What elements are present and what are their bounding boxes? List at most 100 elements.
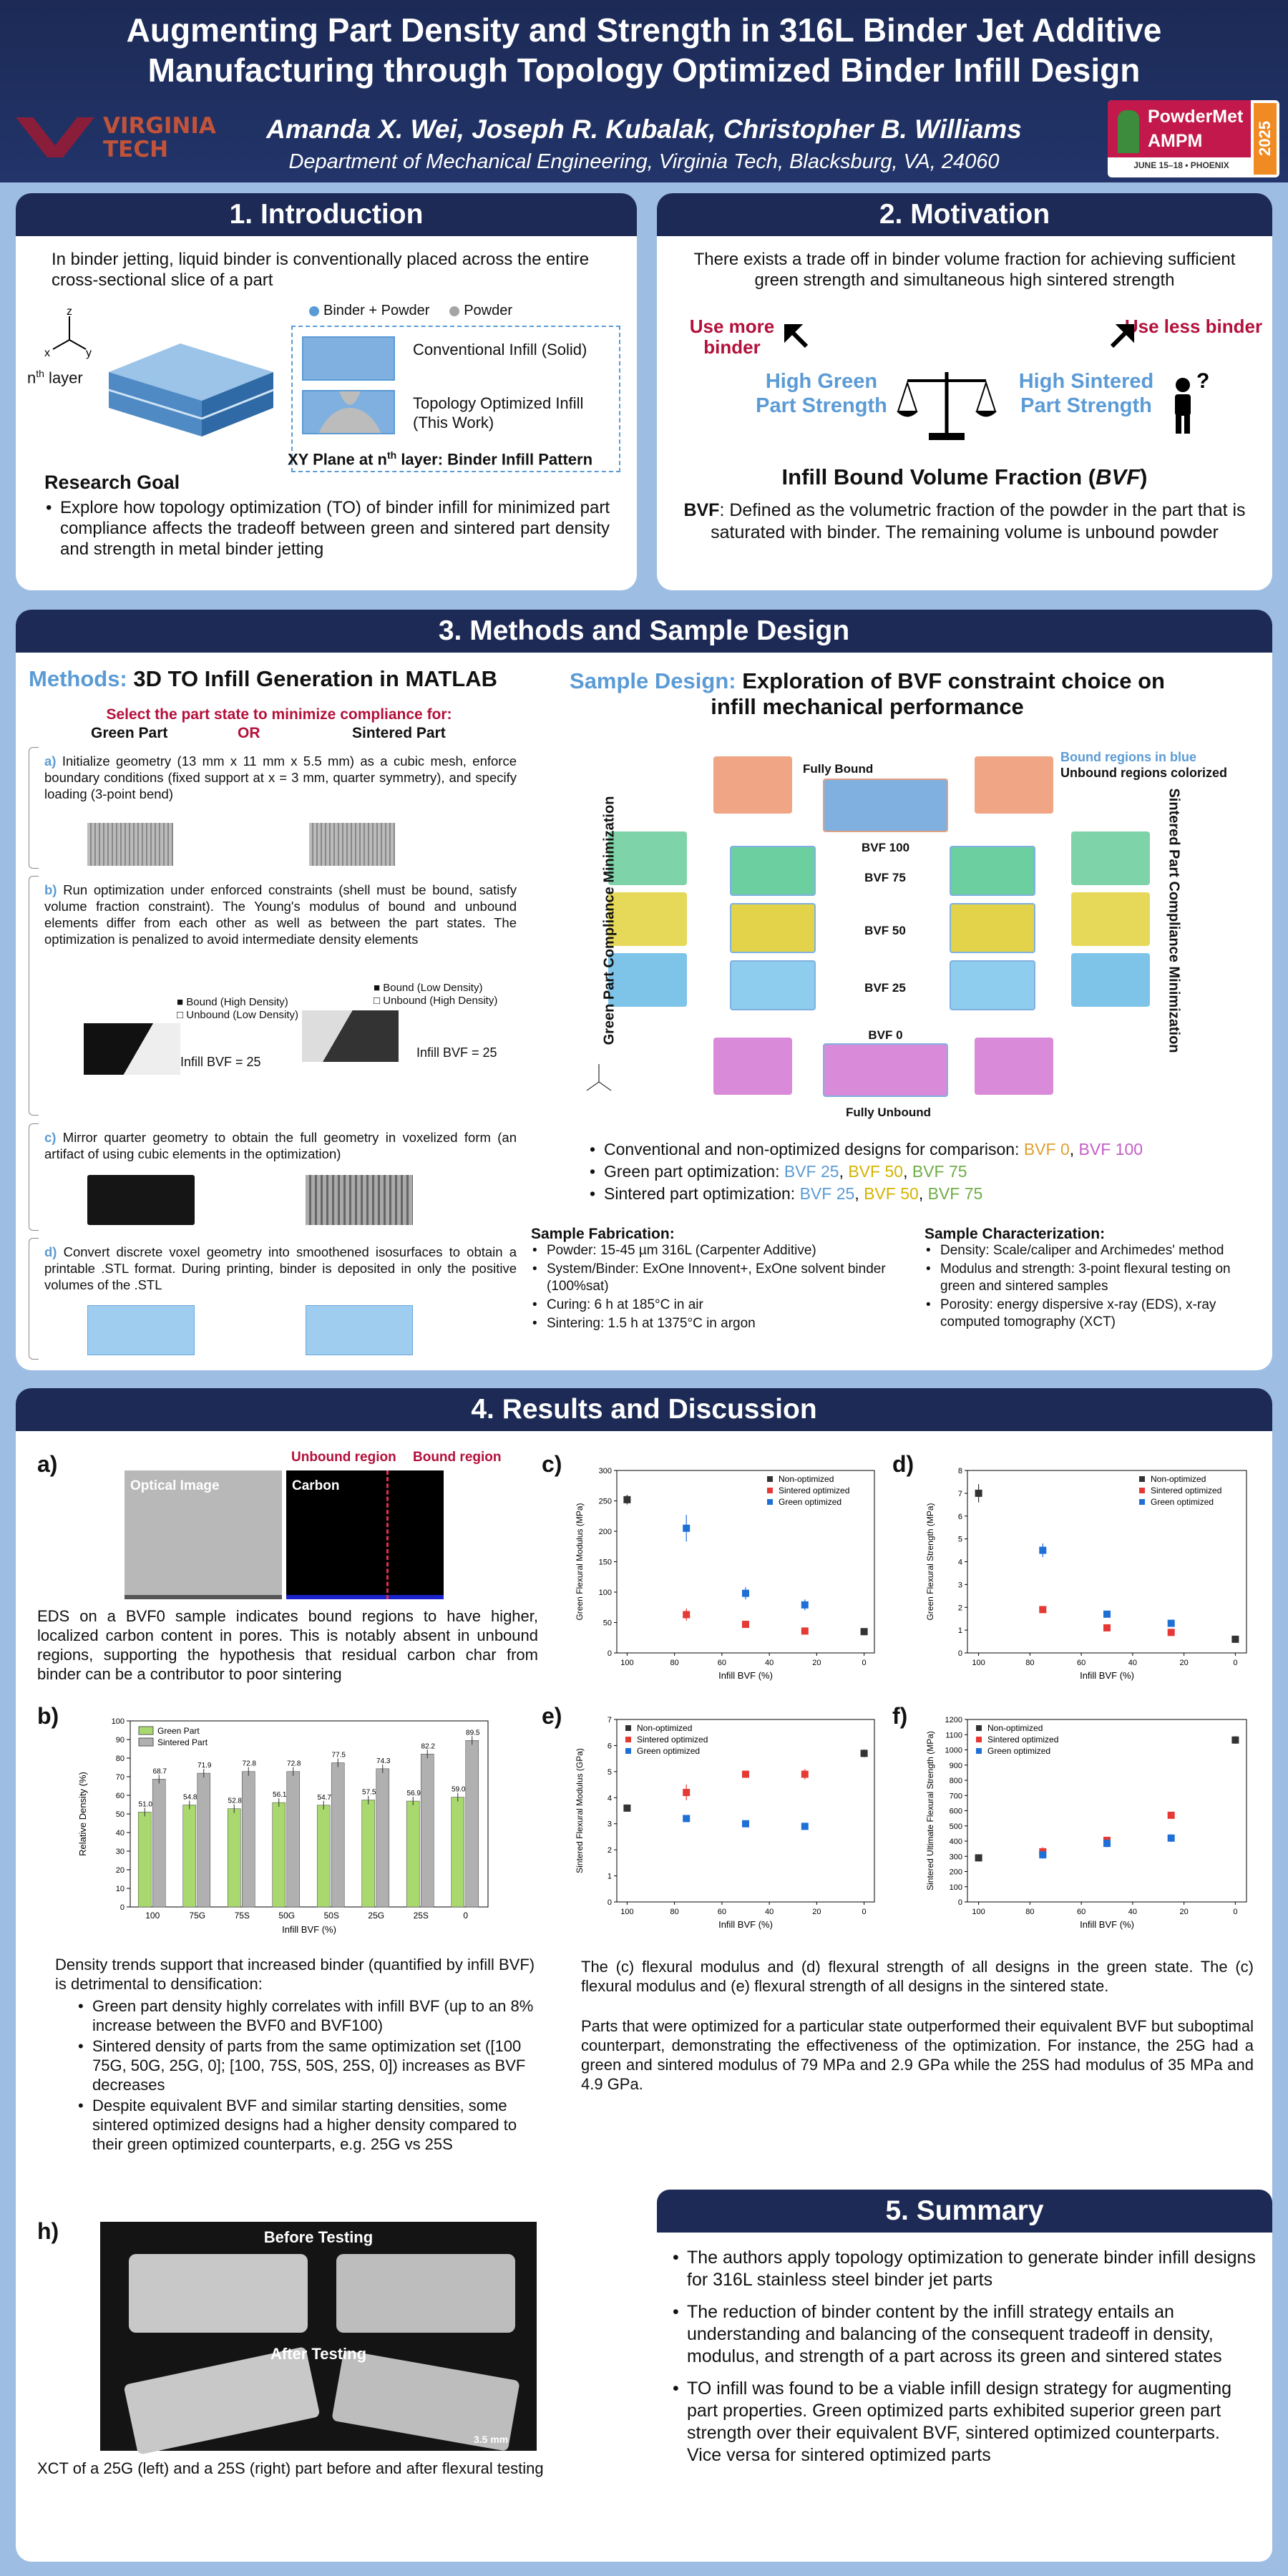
panel-e-label: e): [542, 1703, 562, 1729]
title-line-1: Augmenting Part Density and Strength in …: [126, 11, 1162, 49]
y-tick-label: 30: [116, 1848, 125, 1856]
legend-label: Sintered optimized: [637, 1735, 708, 1745]
sintered-part-label: Sintered Part: [352, 725, 446, 741]
data-point: [801, 1601, 809, 1609]
green-optimized-voxels: [84, 1023, 180, 1075]
y-tick-label: 2: [958, 1604, 962, 1612]
x-tick-label: 80: [670, 1659, 679, 1667]
data-point: [1231, 1635, 1239, 1643]
data-point: [683, 1815, 691, 1823]
vt-logo-icon: [16, 117, 94, 157]
y-tick-label: 0: [958, 1898, 962, 1907]
x-tick-label: 75S: [235, 1911, 250, 1921]
list-item: Sintered density of parts from the same …: [77, 2036, 542, 2094]
section-title: 1. Introduction: [16, 193, 637, 236]
data-point: [1231, 1736, 1239, 1744]
sintered-optimized-voxels: [302, 1010, 399, 1062]
y-tick-label: 5: [608, 1768, 612, 1777]
x-tick-label: 100: [620, 1659, 633, 1667]
bar: [465, 1740, 479, 1908]
data-label: 56.9: [407, 1790, 421, 1797]
y-tick-label: 250: [599, 1498, 612, 1506]
methods-section: 3. Methods and Sample Design Methods: 3D…: [16, 610, 1272, 1370]
x-tick-label: 25G: [368, 1911, 384, 1921]
y-tick-label: 0: [608, 1898, 612, 1907]
x-tick-label: 100: [620, 1908, 633, 1916]
y-tick-label: 4: [608, 1794, 612, 1802]
data-point: [1167, 1619, 1175, 1627]
characterization-list: Density: Scale/caliper and Archimedes' m…: [924, 1242, 1261, 1332]
infill-bvf-label-sintered: Infill BVF = 25: [416, 1045, 497, 1060]
y-tick-label: 600: [950, 1807, 962, 1816]
list-item: The reduction of binder content by the i…: [671, 2301, 1258, 2368]
data-point: [742, 1621, 749, 1629]
bvf100-section: [823, 779, 948, 832]
x-tick-label: 40: [1128, 1659, 1137, 1667]
density-list: Green part density highly correlates wit…: [77, 1996, 542, 2155]
after-testing-label: After Testing: [270, 2345, 367, 2363]
plot-frame: [616, 1719, 875, 1903]
legend-label: Non-optimized: [779, 1474, 834, 1484]
bar: [241, 1771, 255, 1908]
x-tick-label: 25S: [414, 1911, 429, 1921]
bound-regions-note: Bound regions in blue: [1060, 750, 1196, 764]
y-tick-label: 1200: [945, 1716, 962, 1724]
charts-caption: The (c) flexural modulus and (d) flexura…: [581, 1958, 1254, 1995]
data-point: [860, 1628, 868, 1636]
bvf25-sintered-iso: [1071, 953, 1150, 1007]
legend-label: Non-optimized: [637, 1723, 692, 1733]
eds-caption: EDS on a BVF0 sample indicates bound reg…: [37, 1607, 538, 1683]
list-item: Green part density highly correlates wit…: [77, 1996, 542, 2035]
data-point: [742, 1589, 749, 1597]
panel-c-label: c): [542, 1451, 562, 1477]
bar: [331, 1762, 345, 1908]
y-tick-label: 5: [958, 1536, 962, 1544]
bar: [152, 1779, 166, 1908]
introduction-section: 1. Introduction In binder jetting, liqui…: [16, 193, 637, 590]
y-tick-label: 100: [950, 1883, 962, 1892]
fully-bound-label: Fully Bound: [803, 762, 874, 776]
layered-part-diagram: [108, 343, 274, 436]
x-tick-label: 60: [1077, 1908, 1085, 1916]
list-item: Sintering: 1.5 h at 1375°C in argon: [531, 1315, 903, 1332]
data-point: [975, 1489, 982, 1497]
x-tick-label: 100: [145, 1911, 160, 1921]
y-tick-label: 10: [116, 1885, 125, 1893]
x-tick-label: 0: [1233, 1908, 1237, 1916]
x-axis-label: Infill BVF (%): [282, 1924, 336, 1935]
data-point: [975, 1854, 982, 1862]
carbon-label: Carbon: [292, 1478, 340, 1493]
data-label: 74.3: [376, 1757, 391, 1765]
data-label: 68.7: [153, 1767, 167, 1775]
legend-swatch: [976, 1737, 982, 1742]
x-tick-label: 40: [1128, 1908, 1137, 1916]
x-tick-label: 20: [812, 1908, 821, 1916]
data-label: 51.0: [139, 1800, 153, 1808]
bvf75-sintered-iso: [1071, 831, 1150, 885]
bvf100-label: BVF 100: [861, 841, 910, 854]
legend-label: Sintered optimized: [987, 1735, 1058, 1745]
bar: [227, 1808, 241, 1908]
data-point: [683, 1524, 691, 1532]
section-title: 5. Summary: [657, 2190, 1272, 2233]
data-label: 89.5: [466, 1729, 480, 1737]
bvf100-sintered-view: [975, 756, 1053, 814]
list-item: System/Binder: ExOne Innovent+, ExOne so…: [531, 1261, 903, 1295]
data-point: [1039, 1546, 1047, 1554]
x-axis-label: Infill BVF (%): [1080, 1670, 1134, 1681]
x-tick-label: 100: [972, 1908, 985, 1916]
legend-swatch: [1139, 1476, 1145, 1482]
x-tick-label: 60: [718, 1908, 726, 1916]
green-part-label: Green Part: [91, 725, 168, 741]
bvf0-sintered-view: [975, 1038, 1053, 1095]
y-tick-label: 3: [958, 1581, 962, 1589]
x-tick-label: 40: [765, 1659, 774, 1667]
list-item: Curing: 6 h at 185°C in air: [531, 1297, 903, 1314]
pm-year: 2025: [1254, 103, 1277, 175]
cactus-icon: [1118, 110, 1139, 153]
x-tick-label: 80: [1025, 1908, 1034, 1916]
data-label: 52.8: [228, 1797, 243, 1805]
department: Department of Mechanical Engineering, Vi…: [288, 150, 1000, 173]
